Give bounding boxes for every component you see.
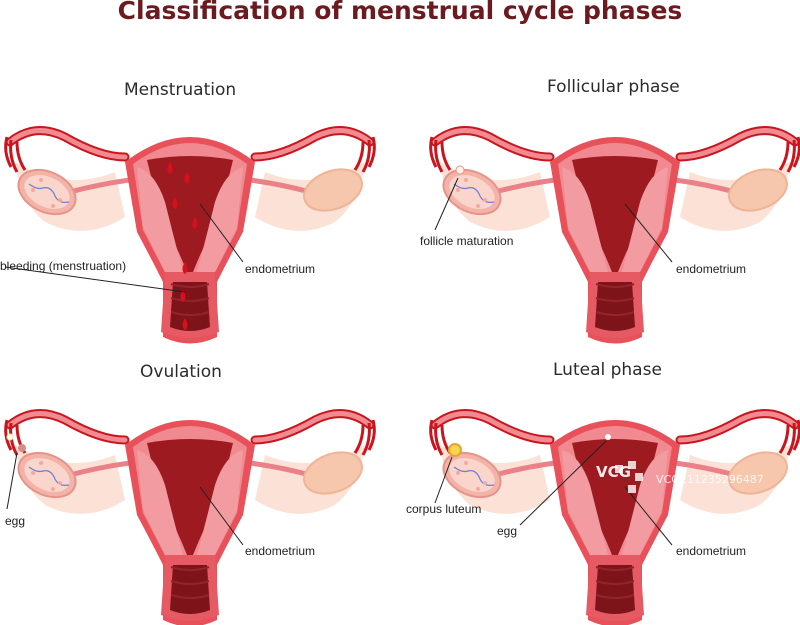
watermark-logo-mark	[615, 461, 643, 493]
label-endometrium: endometrium	[676, 544, 747, 558]
label-endometrium: endometrium	[676, 262, 747, 276]
label-endometrium: endometrium	[245, 544, 316, 558]
leader-line	[624, 486, 673, 546]
diagram-title: Classification of menstrual cycle phases	[117, 0, 683, 25]
blood-drop	[182, 262, 188, 274]
leader-line	[519, 440, 607, 526]
label-endometrium: endometrium	[245, 262, 316, 276]
label-bleeding: bleeding (menstruation)	[0, 259, 127, 273]
uterus-luteal	[430, 405, 800, 625]
leader-line	[4, 266, 186, 293]
leader-line	[199, 203, 244, 263]
label-egg: egg	[497, 524, 518, 538]
leader-line	[434, 177, 459, 231]
corpus-luteum	[448, 443, 462, 457]
blood-drop	[192, 217, 198, 229]
label-corpus-luteum: corpus luteum	[406, 502, 482, 516]
watermark-id: VCG211235296487	[656, 473, 764, 486]
egg	[6, 433, 14, 441]
blood-drop	[180, 290, 186, 302]
heading-menstruation: Menstruation	[124, 80, 237, 100]
blood-drop	[167, 162, 173, 174]
uterus-menstruation	[5, 122, 375, 342]
ruptured-follicle	[18, 444, 26, 452]
blood-drop	[172, 197, 178, 209]
follicle	[455, 165, 465, 175]
leader-line	[434, 456, 453, 504]
label-egg: egg	[5, 514, 26, 528]
heading-luteal: Luteal phase	[553, 360, 662, 380]
heading-follicular: Follicular phase	[547, 77, 680, 97]
blood-drop	[184, 172, 190, 184]
watermark-logo-text: VCG	[596, 463, 631, 481]
egg	[605, 434, 611, 440]
blood-drop	[182, 318, 188, 330]
heading-ovulation: Ovulation	[140, 362, 222, 382]
leader-line	[6, 452, 18, 510]
uterus-ovulation	[5, 405, 375, 625]
leader-line	[624, 203, 673, 263]
label-follicle-maturation: follicle maturation	[420, 234, 514, 248]
leader-line	[199, 486, 244, 546]
uterus-follicular	[430, 122, 800, 342]
